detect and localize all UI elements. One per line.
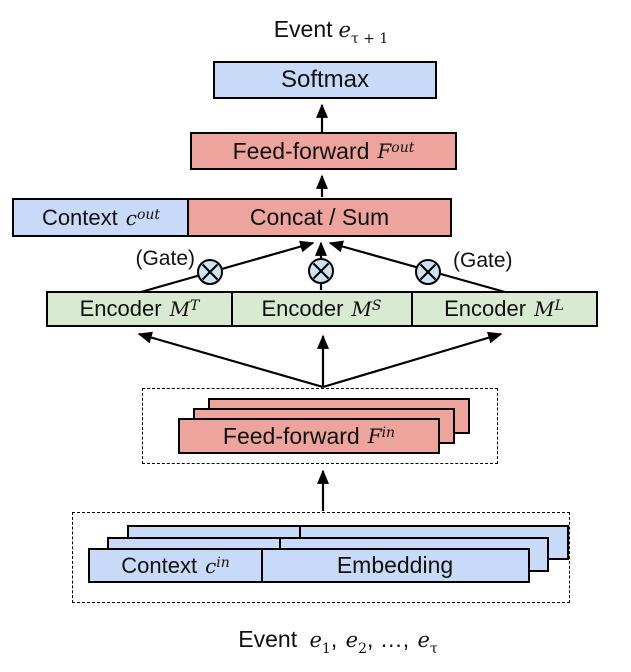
gate-icon-left: [197, 259, 223, 285]
encoder-row: Encoder MT Encoder MS Encoder ML: [46, 291, 598, 327]
context-out-box: Context cout: [12, 198, 190, 237]
encoder-s-label: Encoder: [261, 296, 344, 321]
top-event-symbol: eτ + 1: [338, 18, 389, 47]
embedding-box: Embedding: [260, 550, 528, 581]
bottom-event-prefix: Event: [238, 626, 298, 652]
context-in-symbol: cin: [205, 553, 230, 578]
encoder-t-symbol: MT: [169, 297, 200, 321]
context-in-label: Context: [121, 552, 198, 578]
feed-forward-in-group: [142, 388, 498, 464]
feed-forward-out-label: Feed-forward: [232, 137, 370, 164]
bottom-event-sep-1: ,: [330, 626, 338, 652]
arrow-fin-to-encoder-t: [137, 331, 324, 389]
context-out-symbol: cout: [125, 205, 161, 230]
encoder-t-box: Encoder MT: [49, 293, 231, 325]
feed-forward-in-box: Feed-forward Fin: [178, 418, 440, 454]
gate-label-right: (Gate): [453, 249, 513, 272]
bottom-event-term-1: e1: [309, 628, 331, 657]
encoder-l-label: Encoder: [444, 296, 527, 321]
encoder-t-label: Encoder: [79, 296, 162, 321]
feed-forward-out-box: Feed-forward Fout: [190, 132, 457, 170]
softmax-label: Softmax: [280, 66, 370, 93]
context-in-box: Context cin: [91, 550, 261, 581]
input-group: [72, 512, 570, 603]
gate-icon-right: [415, 259, 441, 285]
feed-forward-in-label: Feed-forward: [222, 422, 360, 449]
concat-sum-box: Concat / Sum: [187, 198, 452, 237]
encoder-l-symbol: ML: [534, 297, 564, 321]
bottom-event-term-2: e2: [345, 628, 367, 657]
embedding-label: Embedding: [336, 552, 454, 578]
feed-forward-in-symbol: Fin: [367, 424, 396, 448]
bottom-event-sep-2: , …,: [366, 626, 410, 652]
encoder-s-symbol: MS: [351, 297, 382, 321]
gate-label-left: (Gate): [135, 247, 195, 270]
gate-icon-middle: [308, 258, 334, 284]
softmax-box: Softmax: [213, 61, 437, 99]
encoder-l-box: Encoder ML: [410, 293, 596, 325]
input-layer-front: Context cin Embedding: [88, 548, 530, 583]
feed-forward-out-symbol: Fout: [377, 139, 415, 163]
bottom-event-label: Event e1, e2, …, eτ: [188, 626, 488, 657]
encoder-s-box: Encoder MS: [230, 293, 411, 325]
concat-sum-label: Concat / Sum: [249, 204, 390, 230]
arrow-fin-to-encoder-l: [322, 331, 503, 389]
context-out-label: Context: [41, 204, 118, 230]
bottom-event-term-3: eτ: [417, 628, 438, 657]
top-event-prefix: Event: [273, 16, 333, 42]
